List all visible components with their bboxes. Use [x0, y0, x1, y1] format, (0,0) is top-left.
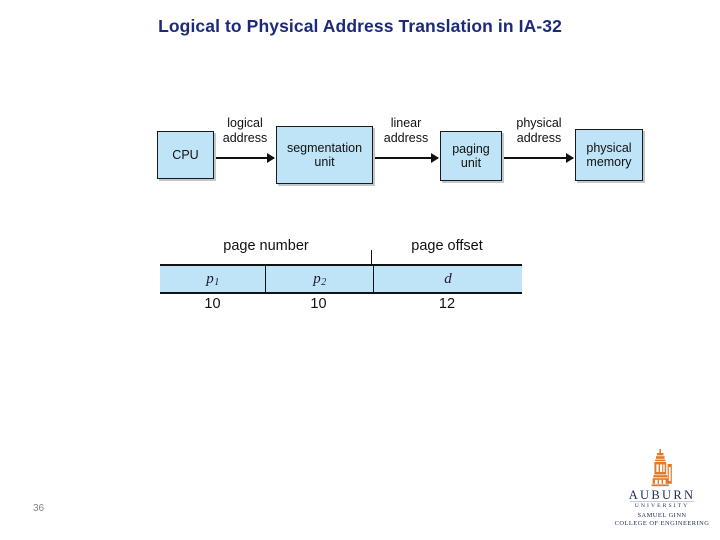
- slide-page-number: 36: [33, 503, 45, 514]
- cpu-box-label: CPU: [172, 148, 199, 162]
- logical-address-caption: logical address: [208, 116, 282, 145]
- auburn-wordmark: AUBURN: [628, 488, 696, 502]
- linear-address-arrow: [375, 157, 438, 160]
- page-number-header: page number: [223, 238, 309, 254]
- page-offset-header: page offset: [411, 238, 483, 254]
- field-d-bits: 12: [438, 296, 456, 312]
- segmentation-unit-label-line2: unit: [314, 155, 335, 169]
- logical-address-caption-line1: logical: [227, 116, 263, 130]
- logical-address-arrow: [216, 157, 274, 160]
- segmentation-unit-label-line1: segmentation: [286, 141, 363, 155]
- physical-address-caption-line1: physical: [516, 116, 562, 130]
- auburn-tower-icon: [651, 449, 672, 487]
- auburn-university-subtitle: UNIVERSITY: [634, 503, 690, 509]
- field-d-symbol: d: [444, 270, 452, 287]
- linear-address-caption-line2: address: [383, 130, 429, 145]
- physical-memory-label-line1: physical: [586, 141, 632, 155]
- linear-address-caption: linear address: [369, 116, 443, 145]
- field-p2-symbol: p: [313, 270, 321, 287]
- physical-memory-label-line2: memory: [586, 155, 632, 169]
- paging-unit-label-line1: paging: [452, 142, 490, 156]
- page-title: Logical to Physical Address Translation …: [158, 16, 562, 36]
- logo-divider-rule: [630, 501, 694, 502]
- physical-address-caption-line2: address: [516, 130, 562, 145]
- paging-unit-box: paging unit: [440, 131, 502, 181]
- paging-unit-label-line2: unit: [460, 156, 482, 170]
- field-p1-subscript: 1: [214, 276, 220, 288]
- auburn-university-logo: AUBURN UNIVERSITY SAMUEL GINN COLLEGE OF…: [612, 448, 712, 530]
- physical-address-arrow: [504, 157, 573, 160]
- college-name-line1: SAMUEL GINN: [637, 512, 687, 519]
- field-p2-bits: 10: [310, 296, 327, 312]
- address-translation-pipeline-diagram: CPU logical address segmentation unit li…: [150, 105, 665, 200]
- cpu-box: CPU: [157, 131, 214, 179]
- field-p1-symbol: p: [206, 270, 214, 287]
- field-d-cell: d: [374, 266, 522, 292]
- physical-memory-box: physical memory: [575, 129, 643, 181]
- segmentation-unit-box: segmentation unit: [276, 126, 373, 184]
- logical-address-caption-line2: address: [222, 130, 268, 145]
- page-number-offset-divider-tick: [371, 250, 373, 265]
- field-p1-bits: 10: [204, 296, 221, 312]
- college-name-line2: COLLEGE OF ENGINEERING: [614, 520, 710, 527]
- linear-address-caption-line1: linear: [390, 116, 422, 130]
- physical-address-caption: physical address: [498, 116, 580, 145]
- field-p2-subscript: 2: [321, 276, 327, 288]
- college-name: SAMUEL GINN COLLEGE OF ENGINEERING: [612, 512, 712, 528]
